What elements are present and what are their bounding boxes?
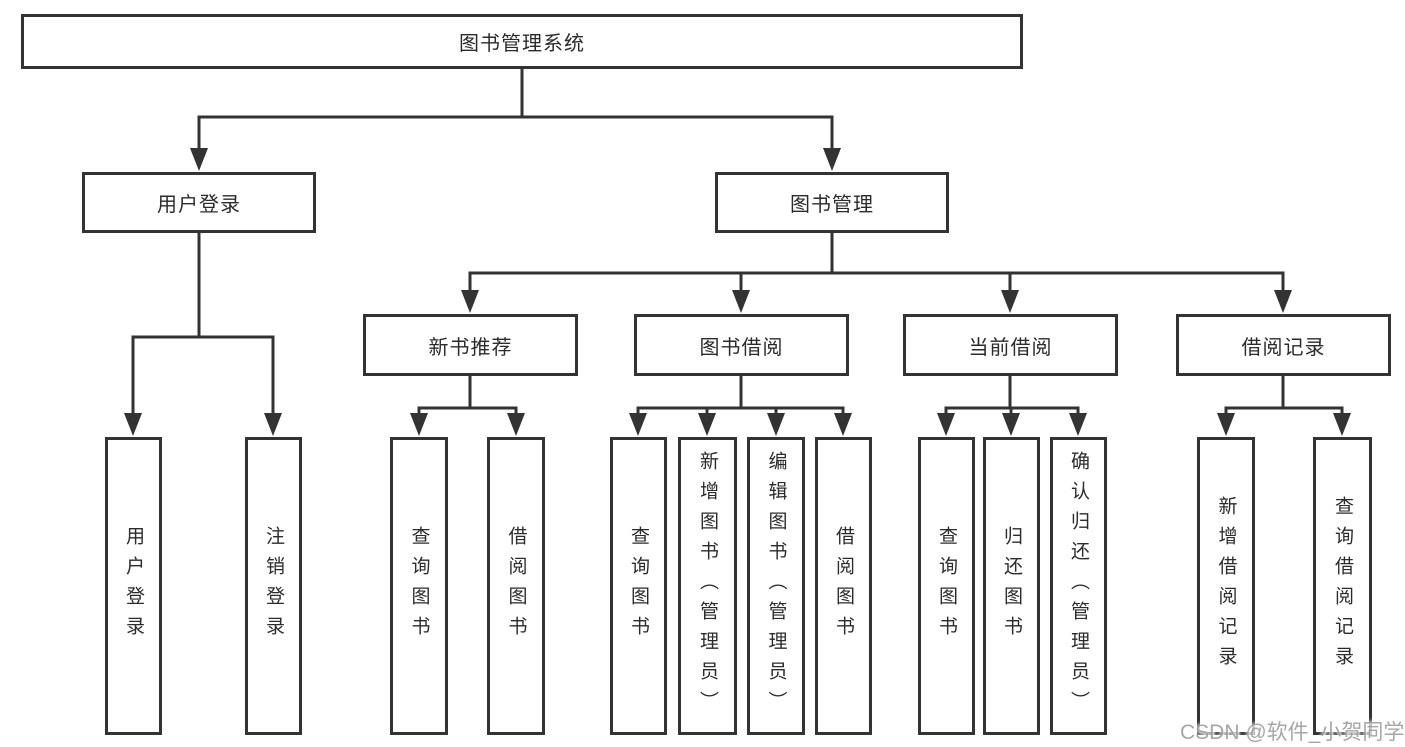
leaf-query-books-current: 查询图书 (918, 437, 975, 735)
connector-newbook-to-leaves (417, 376, 518, 414)
node-book-borrowing-label: 图书借阅 (699, 336, 784, 359)
leaf-user-login: 用户登录 (105, 437, 162, 735)
node-user-login: 用户登录 (82, 172, 316, 233)
node-new-book-recommend-label: 新书推荐 (428, 336, 513, 359)
connector-bookmgmt-to-level2 (468, 233, 1285, 296)
leaf-query-books-borrow: 查询图书 (610, 437, 667, 735)
leaf-edit-book-admin: 编辑图书（管理员） (747, 437, 805, 735)
leaf-add-borrow-record: 新增借阅记录 (1197, 437, 1255, 735)
leaf-query-books-recommend: 查询图书 (390, 437, 448, 735)
node-borrowing-records-label: 借阅记录 (1241, 336, 1326, 359)
node-root: 图书管理系统 (21, 14, 1023, 69)
node-book-management: 图书管理 (715, 172, 949, 233)
leaf-borrow-books-borrow: 借阅图书 (815, 437, 872, 735)
node-current-borrowing-label: 当前借阅 (968, 336, 1053, 359)
connector-records-to-leaves (1224, 376, 1344, 414)
leaf-logout: 注销登录 (245, 437, 302, 735)
leaf-add-book-admin: 新增图书（管理员） (678, 437, 737, 735)
node-current-borrowing: 当前借阅 (903, 314, 1118, 376)
node-root-label: 图书管理系统 (459, 33, 585, 55)
leaf-query-borrow-record: 查询借阅记录 (1313, 437, 1372, 735)
node-new-book-recommend: 新书推荐 (363, 314, 578, 376)
leaf-borrow-books-recommend: 借阅图书 (487, 437, 545, 735)
connector-currentborrow-to-leaves (944, 376, 1080, 414)
node-book-management-label: 图书管理 (790, 194, 874, 216)
node-borrowing-records: 借阅记录 (1176, 314, 1391, 376)
watermark: CSDN @软件_小贺同学 (1180, 721, 1405, 744)
leaf-return-books: 归还图书 (983, 437, 1040, 735)
leaf-confirm-return-admin: 确认归还（管理员） (1050, 437, 1107, 735)
node-book-borrowing: 图书借阅 (634, 314, 849, 376)
connector-userlogin-to-leaves (131, 233, 275, 414)
connector-bookborrow-to-leaves (636, 376, 845, 414)
node-user-login-label: 用户登录 (157, 194, 241, 216)
connector-root-to-level1 (197, 67, 834, 153)
